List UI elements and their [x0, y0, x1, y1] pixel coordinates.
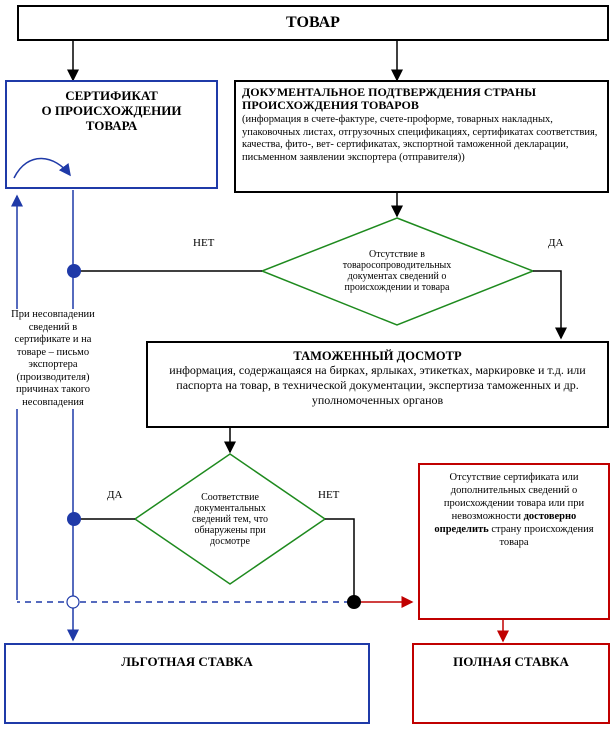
node-doc-confirmation-body: (информация в счете-фактуре, счете-профо…: [242, 114, 598, 163]
node-full-rate: ПОЛНАЯ СТАВКА: [412, 643, 610, 724]
edge-label-yes1: ДА: [548, 237, 564, 249]
edge-label-no1: НЕТ: [193, 237, 215, 249]
node-full-label: ПОЛНАЯ СТАВКА: [453, 654, 569, 669]
absence-text-bold: достоверно определить: [434, 511, 577, 535]
mismatch-note: При несовпадении сведений в сертификате …: [2, 309, 104, 409]
absence-text-pre: Отсутствие сертификата или дополнительны…: [443, 472, 585, 522]
node-preferential-rate: ЛЬГОТНАЯ СТАВКА: [4, 643, 370, 724]
junction-dot-2: [67, 512, 81, 526]
node-tovar: ТОВАР: [17, 5, 609, 41]
decision2-text: Соответствие документальных сведений тем…: [192, 492, 268, 547]
decision2-diamond: [133, 453, 327, 585]
node-preferential-label: ЛЬГОТНАЯ СТАВКА: [121, 654, 253, 669]
node-doc-confirmation: ДОКУМЕНТАЛЬНОЕ ПОДТВЕРЖДЕНИЯ СТРАНЫ ПРОИ…: [234, 80, 609, 193]
node-absence-certificate: Отсутствие сертификата или дополнительны…: [418, 463, 610, 620]
decision1-text: Отсутствие в товаросопроводительных доку…: [342, 249, 452, 293]
node-doc-confirmation-title: ДОКУМЕНТАЛЬНОЕ ПОДТВЕРЖДЕНИЯ СТРАНЫ ПРОИ…: [242, 85, 537, 112]
node-certificate: СЕРТИФИКАТ О ПРОИСХОЖДЕНИИ ТОВАРА: [5, 80, 218, 189]
node-tovar-label: ТОВАР: [286, 14, 340, 31]
node-customs-inspection: ТАМОЖЕННЫЙ ДОСМОТР информация, содержаща…: [146, 341, 609, 428]
edge-label-no2: НЕТ: [318, 489, 340, 501]
node-customs-title: ТАМОЖЕННЫЙ ДОСМОТР: [293, 349, 462, 363]
junction-dot-4: [347, 595, 361, 609]
node-customs-body: информация, содержащаяся на бирках, ярлы…: [169, 363, 586, 407]
edge-label-yes2: ДА: [107, 489, 123, 501]
absence-text-post: страну происхождения товара: [491, 524, 594, 548]
decision1-diamond: [259, 217, 536, 326]
node-certificate-label: СЕРТИФИКАТ О ПРОИСХОЖДЕНИИ ТОВАРА: [41, 88, 182, 133]
junction-dot-3: [66, 595, 80, 609]
junction-dot-1: [67, 264, 81, 278]
